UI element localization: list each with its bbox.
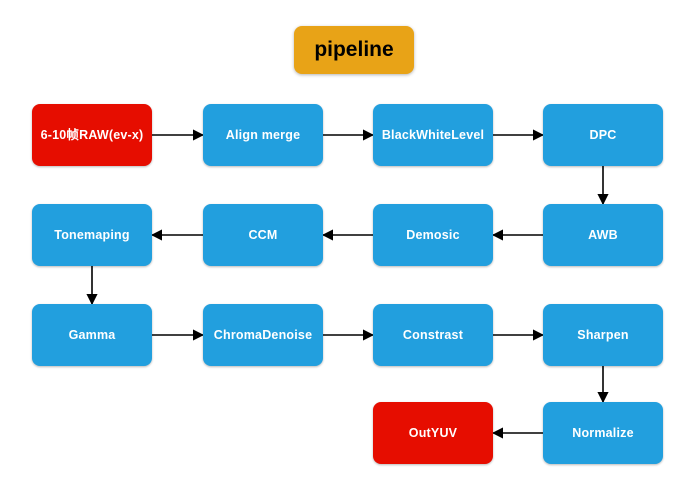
pipeline-title-badge: pipeline [294,26,414,74]
node-label: 6-10帧RAW(ev-x) [40,127,144,142]
node-label: Constrast [402,327,464,342]
node-label: Demosic [406,227,460,242]
node-label: CCM [248,227,278,242]
node-label: BlackWhiteLevel [381,127,485,142]
node-gamma[interactable]: Gamma [32,304,152,366]
node-awb[interactable]: AWB [543,204,663,266]
node-constrast[interactable]: Constrast [373,304,493,366]
node-normalize[interactable]: Normalize [543,402,663,464]
node-align_merge[interactable]: Align merge [203,104,323,166]
node-label: AWB [588,227,618,242]
node-outyuv[interactable]: OutYUV [373,402,493,464]
node-label: Align merge [225,127,301,142]
node-demosic[interactable]: Demosic [373,204,493,266]
node-label: DPC [589,127,617,142]
node-blackwhitelevel[interactable]: BlackWhiteLevel [373,104,493,166]
node-label: Gamma [68,327,116,342]
node-ccm[interactable]: CCM [203,204,323,266]
node-chromadenoise[interactable]: ChromaDenoise [203,304,323,366]
node-tonemaping[interactable]: Tonemaping [32,204,152,266]
node-label: Sharpen [577,327,629,342]
node-dpc[interactable]: DPC [543,104,663,166]
node-label: Normalize [572,425,634,440]
node-raw[interactable]: 6-10帧RAW(ev-x) [32,104,152,166]
pipeline-title-label: pipeline [314,38,394,61]
node-sharpen[interactable]: Sharpen [543,304,663,366]
node-label: ChromaDenoise [213,327,313,342]
node-label: OutYUV [408,425,458,440]
node-label: Tonemaping [54,227,130,242]
